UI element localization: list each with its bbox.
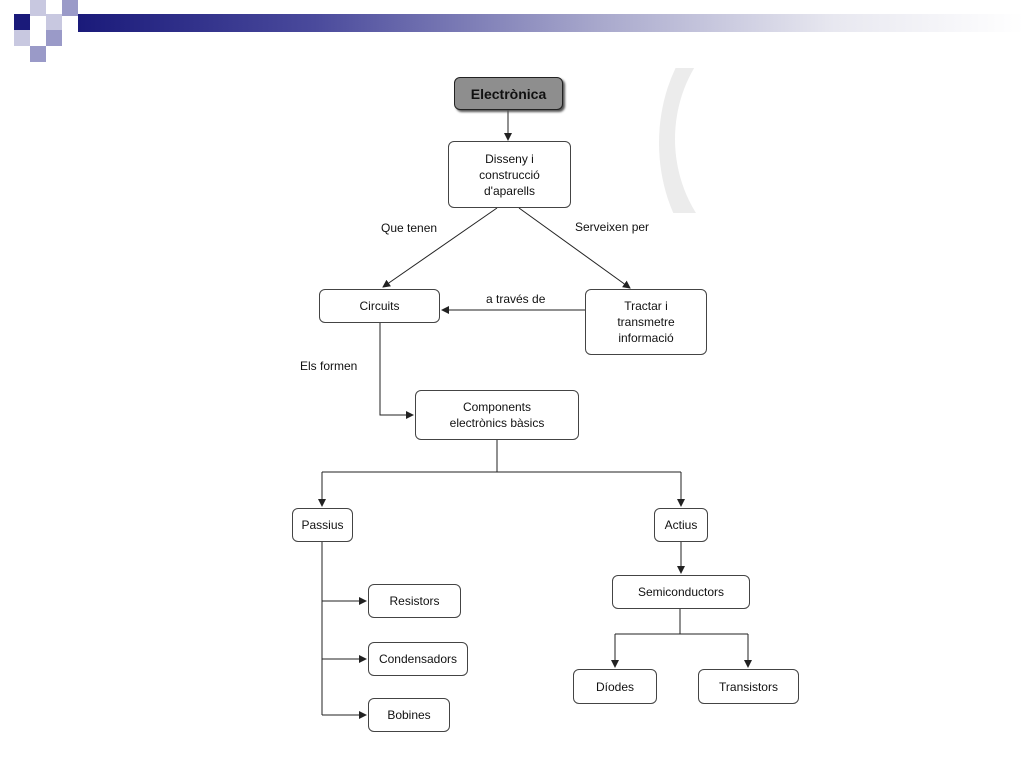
edge-disseny-circuits <box>382 207 498 288</box>
node-passius: Passius <box>292 508 353 542</box>
edge-label-els-formen: Els formen <box>300 359 358 373</box>
background-swoosh <box>655 68 805 213</box>
node-transistors: Transistors <box>698 669 799 704</box>
node-electronica: Electrònica <box>454 77 563 110</box>
node-circuits: Circuits <box>319 289 440 323</box>
node-tractar: Tractar i transmetre informació <box>585 289 707 355</box>
edge-circuits-components <box>379 323 414 419</box>
node-actius: Actius <box>654 508 708 542</box>
corner-square-mid <box>30 46 46 62</box>
edge-label-serveixen-per: Serveixen per <box>575 220 650 234</box>
corner-square-light <box>46 14 62 30</box>
corner-square-mid <box>62 0 78 16</box>
node-disseny: Disseny i construcció d'aparells <box>448 141 571 208</box>
corner-square-mid <box>46 30 62 46</box>
edge-disseny-tractar <box>518 207 631 289</box>
node-semiconductors: Semiconductors <box>612 575 750 609</box>
corner-square-light <box>14 30 30 46</box>
node-diodes: Díodes <box>573 669 657 704</box>
corner-square-dark <box>14 14 30 30</box>
node-condensadors: Condensadors <box>368 642 468 676</box>
corner-square-light <box>30 0 46 16</box>
edge-label-que-tenen: Que tenen <box>381 221 438 235</box>
edge-label-a-traves-de: a través de <box>486 292 546 306</box>
node-bobines: Bobines <box>368 698 450 732</box>
node-components: Components electrònics bàsics <box>415 390 579 440</box>
node-resistors: Resistors <box>368 584 461 618</box>
title-gradient-bar <box>78 14 1024 32</box>
